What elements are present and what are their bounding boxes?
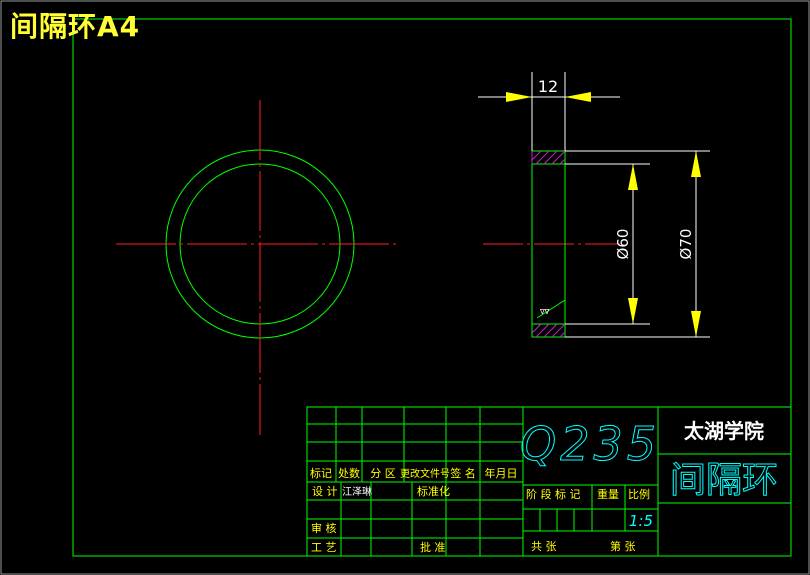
roughness-mark: ∇∇: [539, 308, 550, 316]
label-weight: 重量: [597, 487, 619, 501]
label-count: 处数: [338, 467, 360, 480]
dim-outer-text: Ø70: [677, 229, 695, 260]
title-block: [306, 406, 792, 557]
dimension-width: 12: [478, 72, 620, 151]
label-approve: 批 准: [420, 540, 446, 554]
drawing-title: 间隔环A4: [10, 10, 141, 43]
dim-width-text: 12: [538, 77, 558, 96]
arrow-right: [565, 92, 591, 102]
label-signature: 签 名: [450, 466, 476, 480]
label-review: 审 核: [311, 521, 337, 535]
section-view: ∇∇: [483, 150, 620, 338]
label-zone: 分 区: [370, 467, 396, 480]
scale-value: 1:5: [629, 512, 653, 530]
label-stage: 阶 段 标 记: [526, 487, 581, 501]
arrow-up-2: [691, 151, 701, 177]
label-page-sheet: 第 张: [610, 539, 636, 553]
label-design: 设 计: [312, 485, 338, 498]
arrow-left: [506, 92, 532, 102]
part-name-text: 间隔环: [670, 460, 778, 501]
label-scale: 比例: [628, 487, 650, 501]
dimension-inner-diameter: Ø60: [565, 163, 650, 325]
arrow-down-2: [691, 311, 701, 337]
material-text: Q235: [520, 417, 660, 471]
arrow-down: [628, 298, 638, 324]
arrow-up: [628, 164, 638, 190]
organization-text: 太湖学院: [684, 419, 764, 443]
dimension-outer-diameter: Ø70: [565, 150, 710, 338]
label-date: 年月日: [485, 466, 518, 480]
label-standardize: 标准化: [417, 484, 450, 498]
label-change-doc: 更改文件号: [400, 467, 450, 480]
roughness-leader: [536, 299, 566, 319]
label-mark: 标记: [310, 466, 332, 480]
dim-inner-text: Ø60: [614, 229, 632, 260]
label-process: 工 艺: [311, 541, 337, 554]
hatch-top: [531, 150, 566, 165]
front-view: [116, 100, 400, 435]
hatch-bottom: [531, 323, 566, 338]
label-total-sheets: 共 张: [531, 540, 557, 553]
label-designer: 江泽琳: [342, 486, 372, 498]
